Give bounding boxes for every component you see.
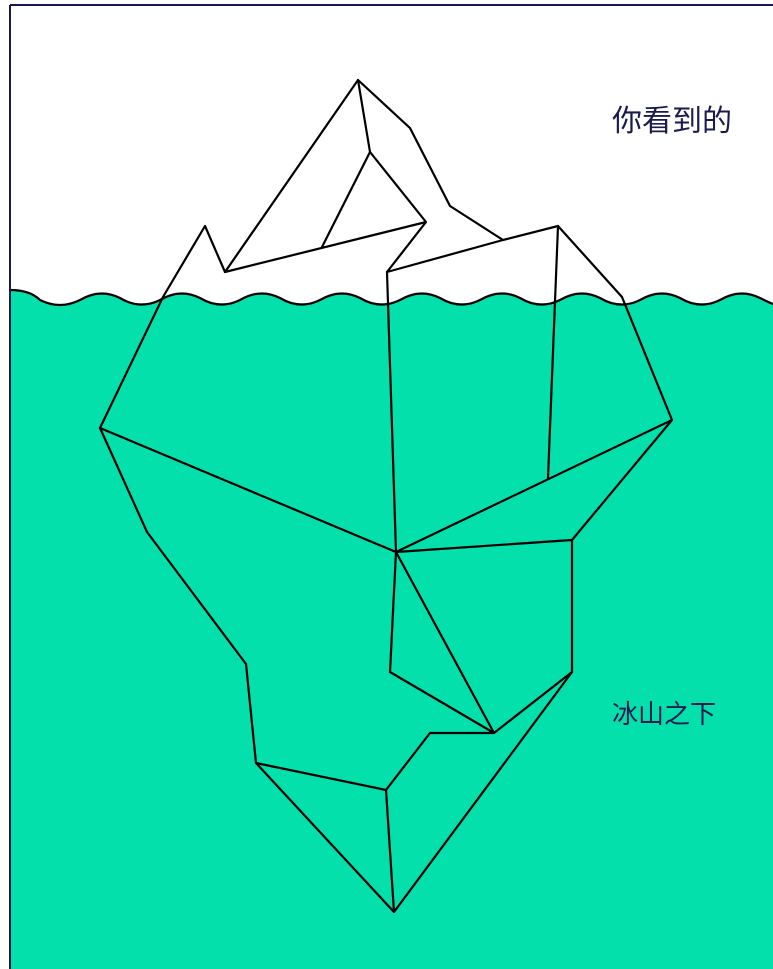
underwater-facets xyxy=(98,418,674,914)
iceberg-outline xyxy=(98,78,674,914)
below-water-label: 冰山之下 xyxy=(612,700,717,730)
vertical-facets xyxy=(385,224,560,554)
iceberg xyxy=(98,78,674,914)
waterline xyxy=(9,288,773,307)
peak-facets xyxy=(223,78,505,274)
above-water-label: 你看到的 xyxy=(612,104,732,139)
